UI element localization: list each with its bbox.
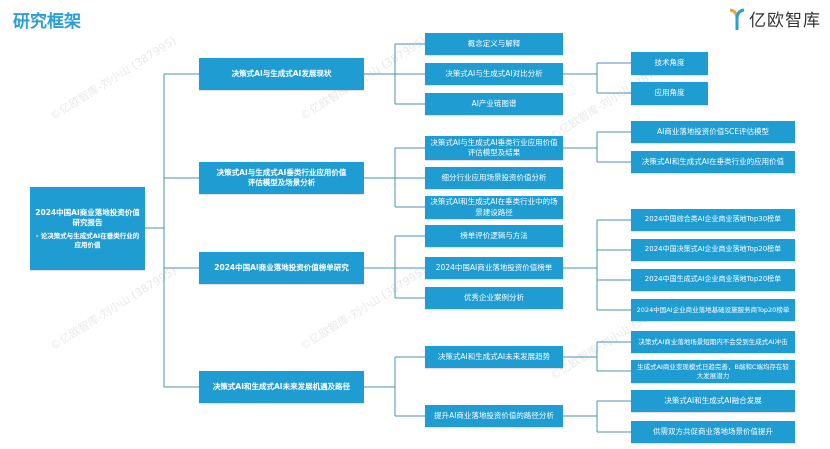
level1-node: 决策式AI与生成式AI发展现状 — [199, 58, 364, 90]
level2-node: 提升AI商业落地投资价值的路径分析 — [425, 405, 563, 427]
level2-node: 2024中国AI商业落地投资价值榜单 — [425, 257, 563, 279]
level2-node: 榜单评价逻辑与方法 — [425, 225, 563, 247]
level2-node: 概念定义与解释 — [425, 33, 563, 55]
level3-node: 决策式AI和生成式AI融合发展 — [631, 390, 795, 412]
logo-icon — [729, 8, 745, 30]
level3-node: 生成式AI商业变现模式日趋完善，B端和C端均存在较大发展潜力 — [631, 360, 795, 383]
level3-node: 决策式AI商业落地场景短期内不会受到生成式AI冲击 — [631, 331, 795, 353]
level2-node: 决策式AI和生成式AI在垂类行业中的场景建设路径 — [425, 196, 563, 219]
level3-node: 供需双方共促商业落地场景价值提升 — [631, 421, 795, 443]
level2-node: AI产业链图谱 — [425, 93, 563, 115]
level2-node: 决策式AI与生成式AI垂类行业应用价值评估模型及结果 — [425, 136, 563, 160]
level3-node: 2024中国生成式AI企业商业落地Top20榜单 — [631, 269, 795, 291]
level2-node: 优秀企业案例分析 — [425, 287, 563, 309]
logo: 亿欧智库 — [728, 6, 821, 31]
level3-node: 2024中国AI企业商业落地基础设施服务商Top20榜单 — [631, 299, 795, 321]
level1-node: 决策式AI和生成式AI未来发展机遇及路径 — [199, 371, 364, 403]
level3-node: 应用角度 — [631, 82, 708, 105]
level2-node: 决策式AI和生成式AI未来发展趋势 — [425, 346, 563, 368]
root-subtitle: - 论决策式与生成式AI在垂类行业的应用价值 — [35, 231, 140, 249]
logo-text: 亿欧智库 — [749, 11, 821, 31]
level3-node: AI商业落地投资价值SCE评估模型 — [631, 121, 795, 143]
root-title: 2024中国AI商业落地投资价值研究报告 — [35, 207, 140, 227]
level3-node: 2024中国决策式AI企业商业落地Top20榜单 — [631, 239, 795, 261]
level3-node: 2024中国综合类AI企业商业落地Top30榜单 — [631, 209, 795, 231]
level3-node: 决策式AI和生成式AI在垂类行业的应用价值 — [631, 151, 795, 173]
level3-node: 技术角度 — [631, 52, 708, 75]
level2-node: 细分行业应用场景投资价值分析 — [425, 167, 563, 189]
level1-node: 决策式AI与生成式AI垂类行业应用价值评估模型及场景分析 — [199, 162, 364, 194]
root-node: 2024中国AI商业落地投资价值研究报告 - 论决策式与生成式AI在垂类行业的应… — [30, 187, 145, 270]
level1-node: 2024中国AI商业落地投资价值榜单研究 — [199, 252, 364, 284]
page-title: 研究框架 — [13, 12, 81, 32]
level2-node: 决策式AI与生成式AI对比分析 — [425, 63, 563, 85]
